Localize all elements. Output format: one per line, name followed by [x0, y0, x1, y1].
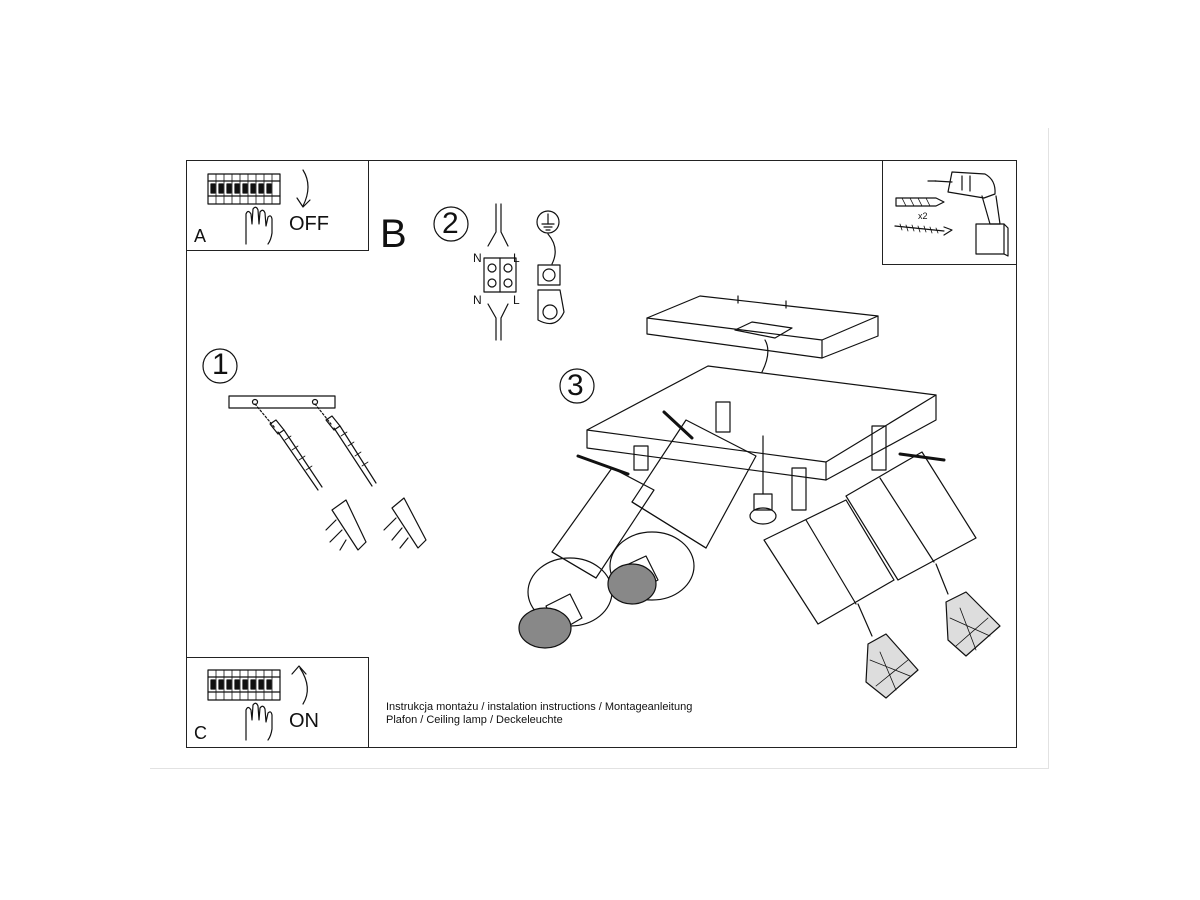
spotlight-head-icon	[763, 467, 895, 625]
ceiling-canopy-icon	[586, 365, 937, 481]
dowel-icon	[325, 497, 427, 551]
mounting-plate-icon	[228, 395, 336, 429]
wire-neutral-bottom: N	[473, 293, 482, 307]
circuit-breaker-icon	[207, 173, 281, 205]
spotlight-head-icon	[551, 445, 655, 579]
spotlight-head-icon	[631, 401, 757, 549]
drill-icon	[927, 171, 1009, 257]
arrow-up-icon	[291, 665, 308, 705]
bulb-icon	[857, 563, 1001, 699]
ceiling-bracket-icon	[646, 295, 879, 373]
step-1-number: 1	[212, 348, 229, 381]
hand-icon	[245, 206, 273, 245]
step-1-circle	[202, 348, 238, 384]
caption-line-1: Instrukcja montażu / instalation instruc…	[386, 701, 693, 713]
wire-live-bottom: L	[513, 293, 520, 307]
bulb-icon	[518, 555, 659, 649]
tools-panel	[882, 160, 1017, 265]
dowel-count-label: x2	[918, 211, 928, 221]
page-background	[150, 128, 1049, 769]
panel-c-on-label: ON	[289, 710, 319, 732]
panel-a-letter: A	[194, 226, 207, 246]
step-3-number: 3	[567, 369, 584, 402]
pendant-socket-icon	[749, 435, 777, 525]
section-b-letter: B	[380, 212, 407, 256]
step-2-number: 2	[442, 207, 459, 240]
panel-c-letter: C	[194, 723, 207, 743]
panel-a-switch-off	[186, 160, 369, 251]
screw-icon	[269, 415, 377, 491]
circuit-breaker-icon	[207, 669, 281, 701]
panel-c-switch-on	[186, 657, 369, 748]
dowel-icon	[895, 197, 945, 207]
spot-arm-icon	[576, 410, 946, 476]
screw-icon	[894, 223, 953, 236]
instruction-frame	[186, 160, 1017, 748]
step-3-circle	[559, 368, 595, 404]
hand-icon	[245, 702, 273, 741]
wire-neutral-top: N	[473, 251, 482, 265]
spotlight-head-icon	[845, 425, 977, 581]
arrow-down-icon	[296, 169, 311, 208]
earth-ground-icon	[536, 210, 565, 325]
caption-line-2: Plafon / Ceiling lamp / Deckeleuchte	[386, 714, 563, 726]
step-2-circle	[433, 206, 469, 242]
terminal-block-icon	[483, 203, 517, 341]
panel-a-off-label: OFF	[289, 213, 329, 235]
